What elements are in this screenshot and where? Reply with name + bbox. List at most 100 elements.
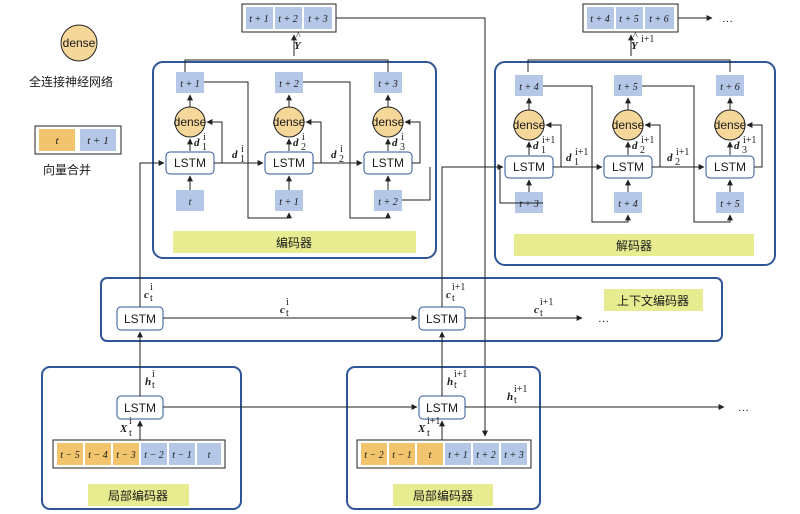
encoder-output-cell — [176, 72, 204, 93]
local-x-label: X — [119, 423, 128, 435]
decoder-dense-node — [513, 109, 545, 141]
legend-dense-label: dense — [63, 36, 96, 50]
context-c-sup: i — [286, 297, 289, 308]
local-input-label: t — [208, 450, 211, 461]
local-h-sup: i — [152, 369, 155, 380]
encoder-dense-node — [372, 106, 404, 138]
local-input-cell — [361, 443, 387, 465]
encoder-output-feedback — [204, 81, 292, 219]
decoder-result-cell — [587, 7, 614, 29]
decoder-chain-d-sup: i+1 — [575, 147, 588, 158]
encoder-input-cell — [275, 190, 303, 211]
decoder-output-cell — [716, 75, 744, 96]
decoder-dense-label: dense — [612, 118, 645, 132]
context-c-up-sub: t — [452, 293, 455, 304]
decoder-result-label: t + 6 — [649, 14, 669, 25]
legend-merge-caption: 向量合并 — [43, 162, 91, 177]
local-h-label: h — [145, 376, 151, 388]
context-c-sup: i+1 — [540, 297, 553, 308]
encoder-lstm-label: LSTM — [174, 156, 206, 170]
encoder-input-label: t + 2 — [378, 197, 398, 208]
decoder-y-label: Y — [631, 40, 639, 52]
context-to-encoder-arrow — [139, 160, 165, 307]
encoder-d-sup: i — [302, 132, 305, 143]
encoder-result-label: t + 1 — [249, 14, 269, 25]
local-input-label: t − 1 — [172, 450, 192, 461]
context-c-up-label: c — [144, 289, 149, 301]
decoder-input-label: t + 5 — [720, 199, 740, 210]
decoder-d-sub: 1 — [541, 145, 546, 156]
decoder-y-hat: ^ — [633, 31, 638, 42]
encoder-y-hat: ^ — [296, 31, 301, 42]
local-h-sup: i+1 — [454, 369, 467, 380]
encoder-frame — [152, 61, 437, 259]
local-encoder-title: 局部编码器 — [108, 488, 168, 503]
local-chain-h-sub: t — [514, 395, 517, 406]
local-input-cell — [141, 443, 167, 465]
decoder-y-sup: i+1 — [641, 34, 654, 45]
encoder-result-cell — [304, 7, 332, 29]
local-lstm-label: LSTM — [426, 401, 458, 415]
legend: dense 全连接神经网络 t t + 1 向量合并 — [29, 24, 122, 177]
encoder-d-label: d — [392, 137, 398, 149]
decoder-column-3: t + 6 dense LSTM t + 5 d i+1 3 — [705, 75, 763, 213]
local-encoder-left: 局部编码器 LSTM h i t X i t t − 5 t − 4 t − 3… — [41, 331, 242, 510]
encoder-chain-d-sup: i — [340, 144, 343, 155]
decoder-chain-d-sub: 1 — [574, 157, 579, 168]
encoder-dense-node — [273, 106, 305, 138]
legend-merge-frame — [34, 125, 122, 155]
local-chain-h-sup: i+1 — [514, 384, 527, 395]
local-input-cell — [417, 443, 443, 465]
context-c-up-sup: i — [150, 282, 153, 293]
local-input-label: t − 2 — [144, 450, 164, 461]
encoder-block: 编码器 t + 1 t + 2 t + 3 Y ^ t + 1 dense LS… — [152, 3, 437, 259]
decoder-input-link — [499, 167, 543, 204]
decoder-lstm-label: LSTM — [714, 160, 746, 174]
local-encoder-title-bg — [88, 484, 189, 506]
encoder-input-cell — [176, 190, 204, 211]
lstm-feedback-arrow — [746, 122, 763, 168]
context-c-up-label: c — [446, 289, 451, 301]
encoder-title-bg — [173, 231, 416, 253]
local-encoder-frame — [41, 366, 242, 510]
local-input-label: t − 1 — [392, 450, 412, 461]
local-input-label: t − 3 — [116, 450, 136, 461]
local-encoder-title-bg — [393, 484, 493, 506]
decoder-output-feedback — [543, 85, 631, 223]
encoder-output-label: t + 1 — [180, 79, 200, 90]
context-lstm-label: LSTM — [124, 312, 156, 326]
decoder-output-label: t + 4 — [519, 82, 539, 93]
local-h-label: h — [447, 376, 453, 388]
decoder-result-label: t + 5 — [619, 14, 639, 25]
local-x-sup: i+1 — [427, 416, 440, 427]
local-input-cell — [113, 443, 139, 465]
encoder-lstm-label: LSTM — [273, 156, 305, 170]
encoder-chain-d: d — [331, 149, 337, 161]
encoder-column-3: t + 3 dense LSTM t + 2 d i 3 — [363, 72, 421, 211]
local-encoder-title: 局部编码器 — [413, 488, 473, 503]
local-input-label: t + 1 — [448, 450, 468, 461]
encoder-output-label: t + 3 — [378, 79, 398, 90]
encoder-d-label: d — [293, 137, 299, 149]
encoder-output-bus — [184, 59, 389, 72]
encoder-d-label: d — [194, 137, 200, 149]
legend-dense-caption: 全连接神经网络 — [29, 74, 113, 89]
context-encoder-block: 上下文编码器 LSTM LSTM … c i t c i+1 t c i t c… — [100, 277, 723, 342]
lstm-feedback-arrow — [404, 119, 421, 164]
local-x-sub: t — [129, 428, 132, 439]
decoder-dense-label: dense — [714, 118, 747, 132]
encoder-y-label: Y — [294, 40, 302, 52]
local-x-label: X — [417, 423, 426, 435]
encoder-d-sub: 3 — [400, 142, 405, 153]
decoder-lstm-label: LSTM — [513, 160, 545, 174]
encoder-output-label: t + 2 — [279, 79, 299, 90]
decoder-result-label: t + 4 — [590, 14, 610, 25]
decoder-d-sup: i+1 — [743, 135, 756, 146]
local-ellipsis: … — [738, 402, 749, 414]
context-c-label: c — [534, 304, 539, 316]
encoder-input-label: t + 1 — [279, 197, 299, 208]
legend-merge-t: t — [55, 135, 59, 147]
local-h-sub: t — [152, 380, 155, 391]
local-input-label: t + 2 — [476, 450, 496, 461]
